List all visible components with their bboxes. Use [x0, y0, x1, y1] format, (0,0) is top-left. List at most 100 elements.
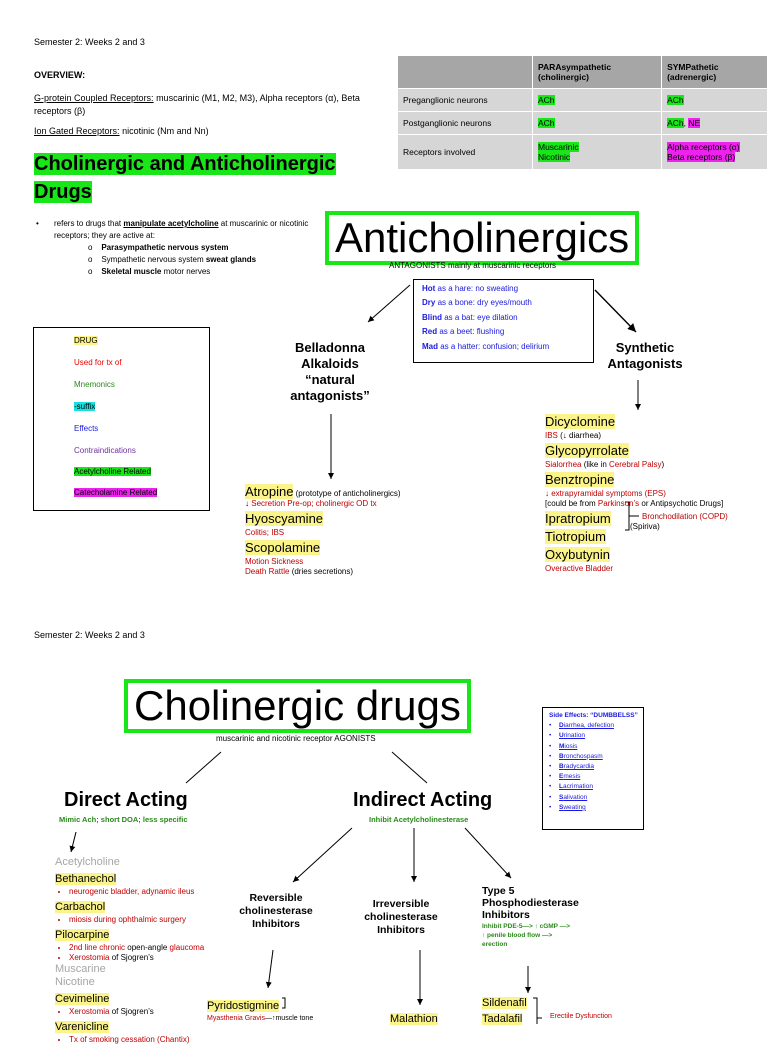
ipratropium-use: Bronchodilation (COPD)	[642, 512, 728, 521]
side-effects-box: Side Effects: “DUMBBELSS” •Diarrhea, def…	[542, 707, 644, 830]
mnemonic-item: Dry as a bone: dry eyes/mouth	[422, 298, 532, 308]
side-effect-item: •Emesis	[549, 772, 643, 782]
drug-scopolamine: Scopolamine	[245, 540, 321, 555]
side-effect-item: •Diarrhea, defection	[549, 721, 643, 731]
synthetic-heading: Synthetic Antagonists	[607, 340, 683, 371]
side-effect-item: •Bronchospasm	[549, 752, 643, 762]
bullet-icon: •	[549, 732, 552, 740]
comparison-table: PARAsympathetic (cholinergic) SYMPatheti…	[397, 55, 768, 170]
direct-acting-subtitle: Mimic Ach; short DOA; less specific	[59, 815, 188, 824]
drug-tadalafil: Tadalafil	[482, 1013, 523, 1025]
tiotropium-note: (Spiriva)	[630, 522, 660, 531]
cholinergic-subtitle: muscarinic and nicotinic receptor AGONIS…	[216, 734, 376, 743]
gpcr-text: muscarinic (M1, M2, M3), Alpha receptors…	[34, 93, 360, 116]
drug-acetylcholine: Acetylcholine	[55, 856, 120, 868]
bullet-icon: •	[549, 722, 552, 730]
legend-cat: Catecholamine Related	[74, 488, 158, 497]
bullet-icon: •	[549, 763, 552, 771]
intro-sub-item: o Parasympathetic nervous system	[88, 243, 229, 252]
gpcr-label: G-protein Coupled Receptors:	[34, 93, 154, 103]
bullet-icon: •	[549, 793, 552, 801]
table-row: Preganglionic neurons ACh ACh	[397, 88, 768, 112]
table-row: Postganglionic neurons ACh ACh, NE	[397, 111, 768, 135]
direct-acting-heading: Direct Acting	[64, 789, 188, 811]
anticholinergics-title: Anticholinergics	[335, 214, 630, 261]
legend-drug: DRUG	[74, 336, 98, 345]
bullet-icon: •	[549, 742, 552, 750]
legend-suffix: -suffix	[74, 402, 96, 411]
indirect-acting-heading: Indirect Acting	[353, 789, 493, 811]
anticholinergics-title-box: Anticholinergics	[325, 211, 640, 265]
table-header-sympathetic: SYMPathetic (adrenergic)	[661, 55, 768, 89]
drug-varenicline: Varenicline	[55, 1021, 109, 1033]
mnemonic-item: Hot as a hare: no sweating	[422, 284, 519, 293]
legend-used: Used for tx of	[74, 358, 122, 367]
page2-arrows	[69, 751, 542, 1024]
side-effect-item: •Salivation	[549, 793, 643, 803]
side-effects-title: Side Effects: “DUMBBELSS”	[549, 712, 638, 719]
legend-mnemonics: Mnemonics	[74, 380, 115, 389]
section-title-line2: Drugs	[34, 181, 92, 203]
drug-malathion: Malathion	[390, 1013, 438, 1025]
ion-line: Ion Gated Receptors: nicotinic (Nm and N…	[34, 126, 209, 136]
side-effect-item: •Bradycardia	[549, 762, 643, 772]
side-effect-item: •Urination	[549, 731, 643, 741]
ion-label: Ion Gated Receptors:	[34, 126, 120, 136]
mnemonic-item: Blind as a bat: eye dilation	[422, 312, 518, 322]
synthetic-drugs: Dicyclomine IBS (↓ diarrhea) Glycopyrrol…	[545, 414, 724, 573]
page-header: Semester 2: Weeks 2 and 3	[34, 37, 145, 47]
table-corner-cell	[397, 55, 533, 89]
drug-muscarine: Muscarine	[55, 963, 106, 975]
drug-ipratropium: Ipratropium	[545, 511, 611, 526]
drug-hyoscyamine: Hyoscyamine	[245, 511, 324, 526]
page2-header: Semester 2: Weeks 2 and 3	[34, 630, 145, 640]
mnemonic-item: Red as a beet: flushing	[422, 327, 505, 337]
legend-contra: Contraindications	[74, 446, 136, 455]
drug-pilocarpine: Pilocarpine	[55, 929, 110, 941]
drug-sildenafil: Sildenafil	[482, 997, 527, 1009]
belladonna-drugs: Atropine (prototype of anticholinergics)…	[245, 484, 401, 576]
pde5-drugs: Sildenafil Tadalafil	[482, 995, 527, 1027]
drug-dicyclomine: Dicyclomine	[545, 414, 616, 429]
intro-sub-item: o Skeletal muscle motor nerves	[88, 267, 211, 276]
drug-benztropine: Benztropine	[545, 472, 615, 487]
overview-label: OVERVIEW:	[34, 70, 86, 80]
side-effect-item: •Lacrimation	[549, 782, 643, 792]
page1-arrows	[328, 284, 641, 531]
bullet-icon: •	[549, 752, 552, 760]
ion-text: nicotinic (Nm and Nn)	[119, 126, 209, 136]
cholinergic-title: Cholinergic drugs	[134, 682, 461, 729]
side-effect-item: •Miosis	[549, 742, 643, 752]
irreversible-drugs: Malathion	[390, 1009, 438, 1027]
intro-sub-item: o Sympathetic nervous system sweat gland…	[88, 255, 257, 264]
side-effect-item: •Sweating	[549, 803, 643, 813]
drug-pyridostigmine: Pyridostigmine	[207, 1000, 280, 1012]
cholinergic-title-box: Cholinergic drugs	[124, 679, 471, 733]
drug-nicotine: Nicotine	[55, 976, 95, 988]
indirect-acting-subtitle: Inhibit Acetylcholinesterase	[369, 815, 469, 824]
bullet-icon: •	[549, 783, 552, 791]
irreversible-heading: Irreversible cholinesterase Inhibitors	[364, 898, 438, 936]
intro-paragraph: • refers to drugs that manipulate acetyl…	[36, 218, 333, 278]
legend-box: DRUG Used for tx of Mnemonics -suffix Ef…	[33, 327, 210, 511]
bullet-icon: •	[549, 773, 552, 781]
legend-effects: Effects	[74, 424, 99, 433]
section-title: Cholinergic and Anticholinergic Drugs	[34, 150, 336, 206]
bullet-icon: •	[36, 219, 39, 228]
section-title-line1: Cholinergic and Anticholinergic	[34, 153, 336, 175]
anticholinergics-subtitle: ANTAGONISTS mainly at muscarinic recepto…	[389, 261, 557, 270]
erectile-dysfunction-label: Erectile Dysfunction	[550, 1013, 612, 1020]
gpcr-line: G-protein Coupled Receptors: muscarinic …	[34, 92, 379, 118]
drug-oxybutynin: Oxybutynin	[545, 547, 611, 562]
bullet-icon: •	[549, 803, 552, 811]
drug-bethanechol: Bethanechol	[55, 873, 117, 885]
side-effects-list: •Diarrhea, defection•Urination•Miosis•Br…	[549, 721, 643, 813]
mnemonic-item: Mad as a hatter: confusion; delirium	[422, 341, 550, 351]
drug-glycopyrrolate: Glycopyrrolate	[545, 443, 629, 458]
pde5-heading: Type 5 Phosphodiesterase Inhibitors Inhi…	[482, 885, 579, 948]
belladonna-heading: Belladonna Alkaloids “natural antagonist…	[290, 340, 370, 403]
reversible-heading: Reversible cholinesterase Inhibitors	[239, 892, 313, 930]
